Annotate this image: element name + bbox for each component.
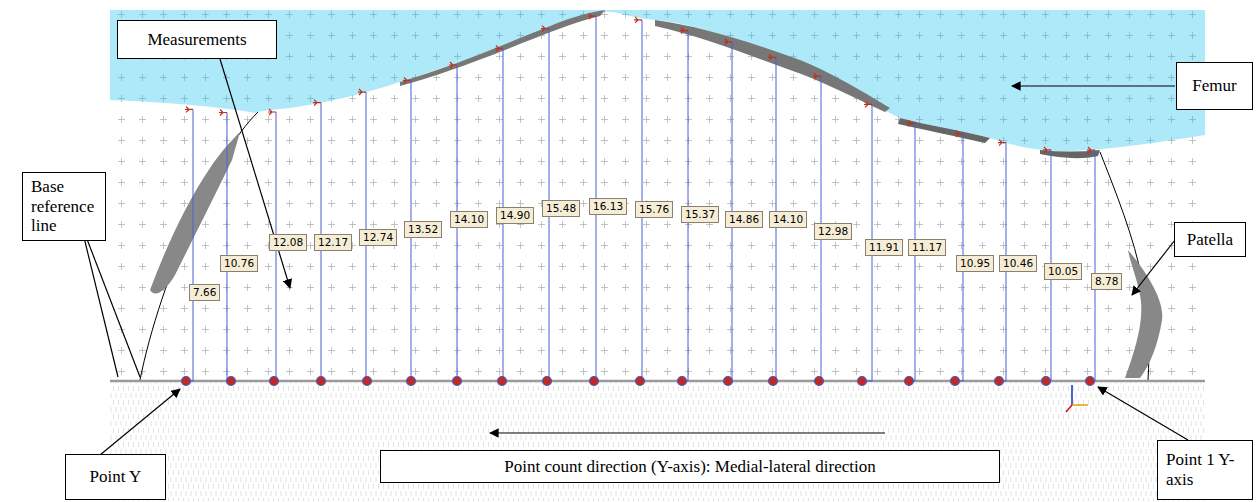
contact-marker [495,45,503,51]
point-dot [270,377,279,386]
point-dot [182,377,191,386]
measurement-value: 12.74 [359,229,397,246]
point-dot [1042,377,1051,386]
contact-marker [907,120,915,126]
point-dot [363,377,372,386]
measurement-value: 11.17 [908,239,946,256]
hatching-fade [110,383,1205,501]
callout-box: Point Y [65,454,166,500]
contact-marker [268,109,276,115]
femur-region [110,10,1205,151]
patella-outline [140,112,258,380]
point-dot [858,377,867,386]
point-dot [636,377,645,386]
callout-text: Measurements [126,30,268,50]
measurement-value: 16.13 [589,198,627,215]
point-dot [317,377,326,386]
point-dot [951,377,960,386]
measurement-value: 14.90 [496,207,534,224]
callout-box: Patella [1174,222,1246,257]
point-dot [678,377,687,386]
callout-text: Point 1 Y-axis [1166,450,1244,489]
measurement-value: 7.66 [189,284,220,301]
contact-marker [358,89,366,95]
contact-marker [1087,147,1095,153]
point-dot [769,377,778,386]
contact-marker [955,131,963,137]
measurement-value: 13.52 [404,221,442,238]
measurement-value: 15.37 [681,206,719,223]
contact-marker [1043,147,1051,153]
point-dot [724,377,733,386]
measurement-value: 15.48 [542,200,580,217]
grid [110,10,1205,380]
contact-marker [541,26,549,32]
point-dot [590,377,599,386]
measurement-line [186,109,193,381]
point-dot [227,377,236,386]
measurement-value: 12.17 [314,234,352,251]
point-dot [407,377,416,386]
femur-grid [110,10,1205,151]
contact-marker [724,39,732,45]
measurement-value: 14.10 [450,211,488,228]
callout-text: Patella [1183,230,1237,250]
cartilage [898,118,990,143]
cartilage [655,20,890,112]
callout-text: Point Y [74,467,157,487]
measurement-value: 14.10 [769,211,807,228]
measurement-value: 8.78 [1091,273,1122,290]
contact-marker [634,17,642,23]
measurement-value: 12.98 [814,223,852,240]
contact-marker [813,73,821,79]
hatching [110,383,1205,501]
leader-lines [80,59,1188,455]
axis-icon [1066,385,1088,412]
measurement-line [227,112,231,381]
measurement-value: 14.86 [725,211,763,228]
measurement-value: 10.46 [999,255,1037,272]
contact-marker [449,62,457,68]
measurement-value: 10.76 [220,255,258,272]
point-dot [815,377,824,386]
measurement-value: 11.91 [865,239,903,256]
contact-marker [219,109,227,115]
contact-marker [680,28,688,34]
contact-marker [864,101,872,107]
callout-box: Base reference line [22,172,106,241]
callout-text: Base reference line [31,177,97,236]
contact-marker [185,106,193,112]
callout-box: Point count direction (Y-axis): Medial-l… [380,450,1000,483]
contact-marker [313,100,321,106]
callout-box: Femur [1176,62,1253,110]
point-dot [995,377,1004,386]
contact-marker [768,54,776,60]
measurement-value: 15.76 [635,201,673,218]
measurement-value: 12.08 [269,234,307,251]
point-dot [1086,377,1095,386]
point-dot [905,377,914,386]
measurement-value: 10.05 [1044,263,1082,280]
measurement-value: 10.95 [956,255,994,272]
contact-marker [998,140,1006,146]
measurement-line [1090,150,1095,381]
contact-marker [403,77,411,83]
contact-marker [588,13,596,19]
callout-text: Point count direction (Y-axis): Medial-l… [389,457,991,477]
callout-text: Femur [1185,76,1244,96]
point-dot [543,377,552,386]
cartilage [1040,150,1100,158]
callout-box: Point 1 Y-axis [1157,440,1253,500]
callout-box: Measurements [117,20,277,59]
point-dot [498,377,507,386]
measurement-lines [182,13,1096,385]
point-dot [453,377,462,386]
patella-shade [1125,250,1162,378]
